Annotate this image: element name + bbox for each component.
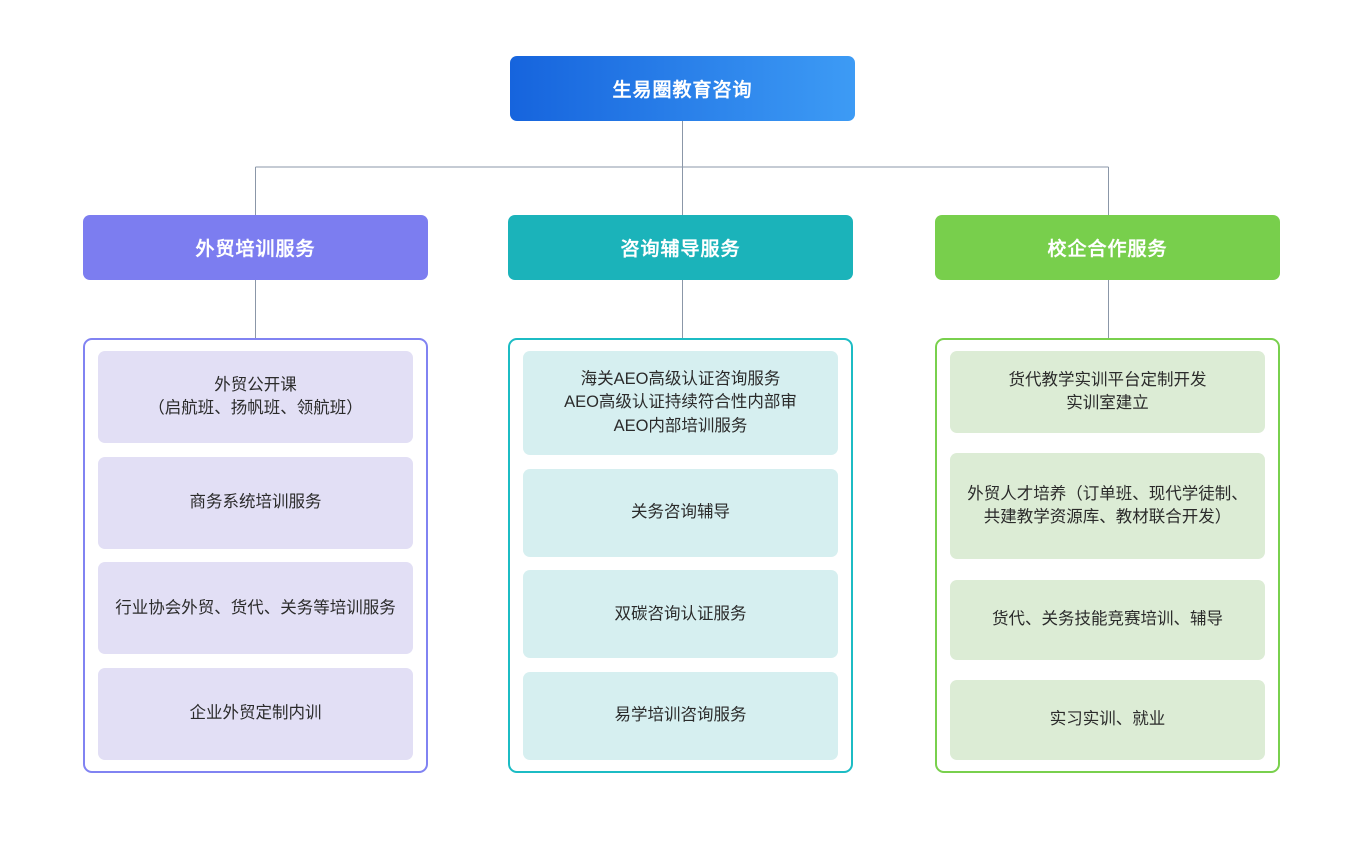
branch-group-1: 海关AEO高级认证咨询服务 AEO高级认证持续符合性内部审 AEO内部培训服务 … bbox=[508, 338, 853, 773]
branch-header-label-2: 校企合作服务 bbox=[1047, 239, 1168, 260]
branch-column-0: 外贸培训服务 外贸公开课 （启航班、扬帆班、领航班） 商务系统培训服务 行业协会… bbox=[83, 215, 428, 773]
branch-header-1[interactable]: 咨询辅导服务 bbox=[508, 215, 853, 280]
root-node-label: 生易圈教育咨询 bbox=[612, 80, 753, 101]
service-card[interactable]: 行业协会外贸、货代、关务等培训服务 bbox=[98, 562, 413, 655]
branch-column-1: 咨询辅导服务 海关AEO高级认证咨询服务 AEO高级认证持续符合性内部审 AEO… bbox=[508, 215, 853, 773]
service-card[interactable]: 外贸公开课 （启航班、扬帆班、领航班） bbox=[98, 351, 413, 443]
branch-column-2: 校企合作服务 货代教学实训平台定制开发 实训室建立 外贸人才培养（订单班、现代学… bbox=[935, 215, 1280, 773]
service-card[interactable]: 双碳咨询认证服务 bbox=[523, 570, 838, 659]
branch-header-label-0: 外贸培训服务 bbox=[195, 239, 316, 260]
service-card[interactable]: 海关AEO高级认证咨询服务 AEO高级认证持续符合性内部审 AEO内部培训服务 bbox=[523, 351, 838, 455]
service-card[interactable]: 商务系统培训服务 bbox=[98, 456, 413, 549]
service-card[interactable]: 企业外贸定制内训 bbox=[98, 667, 413, 760]
branch-header-label-1: 咨询辅导服务 bbox=[620, 239, 741, 260]
service-card[interactable]: 关务咨询辅导 bbox=[523, 468, 838, 557]
service-card[interactable]: 货代、关务技能竞赛培训、辅导 bbox=[950, 579, 1265, 660]
branch-group-0: 外贸公开课 （启航班、扬帆班、领航班） 商务系统培训服务 行业协会外贸、货代、关… bbox=[83, 338, 428, 773]
root-node[interactable]: 生易圈教育咨询 bbox=[510, 56, 855, 121]
branch-header-0[interactable]: 外贸培训服务 bbox=[83, 215, 428, 280]
service-card[interactable]: 外贸人才培养（订单班、现代学徒制、共建教学资源库、教材联合开发） bbox=[950, 453, 1265, 560]
service-card[interactable]: 货代教学实训平台定制开发 实训室建立 bbox=[950, 351, 1265, 433]
branch-group-2: 货代教学实训平台定制开发 实训室建立 外贸人才培养（订单班、现代学徒制、共建教学… bbox=[935, 338, 1280, 773]
branch-header-2[interactable]: 校企合作服务 bbox=[935, 215, 1280, 280]
service-card[interactable]: 实习实训、就业 bbox=[950, 679, 1265, 760]
service-card[interactable]: 易学培训咨询服务 bbox=[523, 671, 838, 760]
